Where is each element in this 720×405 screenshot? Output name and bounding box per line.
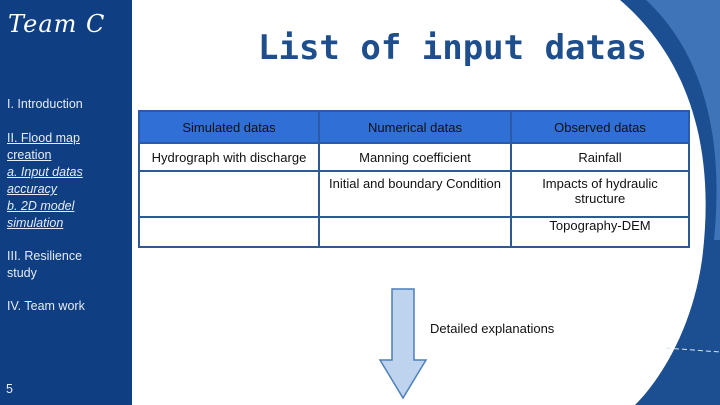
nav-flood-map-label-1: II. Flood map xyxy=(7,131,80,145)
nav-flood-map-label-2: creation xyxy=(7,148,52,162)
header-observed: Observed datas xyxy=(510,110,690,144)
table-cell: Topography-DEM xyxy=(510,216,690,248)
table-cell: Rainfall xyxy=(510,142,690,172)
table-cell: Initial and boundary Condition xyxy=(318,170,512,218)
detailed-explanations-text: Detailed explanations xyxy=(430,321,555,336)
header-numerical: Numerical datas xyxy=(318,110,512,144)
nav-team-work[interactable]: IV. Team work xyxy=(7,298,127,315)
down-arrow-icon xyxy=(378,288,428,400)
nav-resilience[interactable]: III. Resilience study xyxy=(7,248,127,282)
nav-input-datas-label-1: a. Input datas xyxy=(7,165,83,179)
table-cell xyxy=(318,216,512,248)
team-logo: Team C xyxy=(8,10,106,38)
table-header-row: Simulated datas Numerical datas Observed… xyxy=(138,110,690,144)
page-title: List of input datas xyxy=(258,28,647,68)
table-cell xyxy=(138,170,320,218)
nav-introduction-label: I. Introduction xyxy=(7,97,83,111)
table-cell: Impacts of hydraulic structure xyxy=(510,170,690,218)
sidebar: Team C I. Introduction II. Flood map cre… xyxy=(0,0,132,405)
nav-2d-model-label-2: simulation xyxy=(7,216,64,230)
nav-resilience-label-2: study xyxy=(7,266,37,280)
nav-input-datas[interactable]: a. Input datas accuracy xyxy=(7,164,127,198)
table-row: Initial and boundary Condition Impacts o… xyxy=(138,170,690,218)
table-row: Topography-DEM xyxy=(138,216,690,248)
nav-flood-map[interactable]: II. Flood map creation xyxy=(7,130,127,164)
nav-resilience-label-1: III. Resilience xyxy=(7,249,83,263)
table-cell: Hydrograph with discharge xyxy=(138,142,320,172)
nav-2d-model[interactable]: b. 2D model simulation xyxy=(7,198,127,232)
table-row: Hydrograph with discharge Manning coeffi… xyxy=(138,142,690,172)
nav-2d-model-label-1: b. 2D model xyxy=(7,199,75,213)
nav-team-work-label: IV. Team work xyxy=(7,299,85,313)
table-cell xyxy=(138,216,320,248)
nav-introduction[interactable]: I. Introduction xyxy=(7,96,127,113)
input-data-table: Simulated datas Numerical datas Observed… xyxy=(138,110,690,248)
page-number: 5 xyxy=(6,382,13,396)
header-simulated: Simulated datas xyxy=(138,110,320,144)
nav-input-datas-label-2: accuracy xyxy=(7,182,58,196)
table-cell: Manning coefficient xyxy=(318,142,512,172)
